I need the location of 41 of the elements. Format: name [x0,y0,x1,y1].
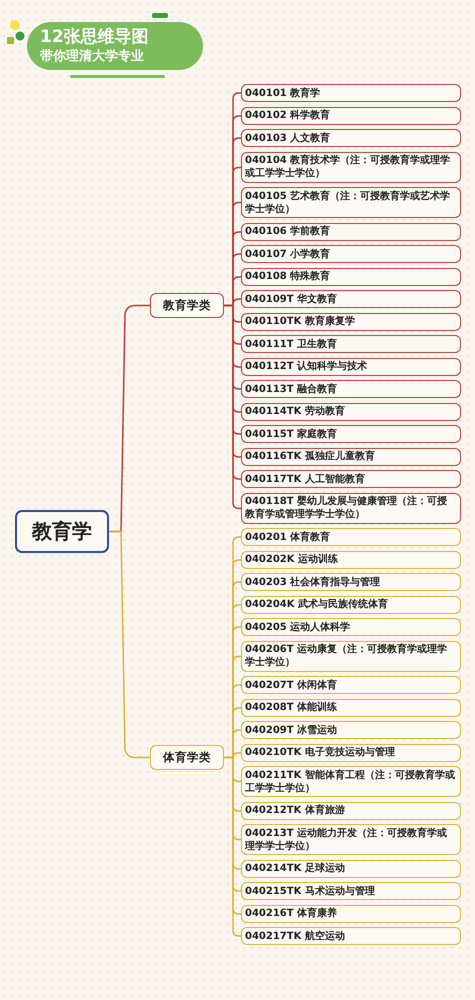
major-box: 040116TK 孤独症儿童教育 [241,448,461,466]
major-box: 040103 人文教育 [241,129,461,147]
major-box: 040115T 家庭教育 [241,425,461,443]
major-box: 040114TK 劳动教育 [241,402,461,420]
major-box: 040102 科学教育 [241,106,461,124]
major-box: 040211TK 智能体育工程（注：可授教育学或工学学士学位） [241,766,461,797]
major-box: 040105 艺术教育（注：可授教育学或艺术学学士学位） [241,187,461,218]
major-box: 040201 体育教育 [241,528,461,546]
major-box: 040212TK 体育旅游 [241,802,461,820]
major-box: 040106 学前教育 [241,222,461,240]
major-box: 040208T 体能训练 [241,698,461,716]
major-box: 040217TK 航空运动 [241,927,461,945]
major-box: 040118T 婴幼儿发展与健康管理（注：可授教育学或管理学学士学位） [241,492,461,524]
root-topic-box: 教育学 [15,510,109,553]
category-box: 体育学类 [150,745,224,770]
major-box: 040205 运动人体科学 [241,618,461,636]
major-box: 040214TK 足球运动 [241,860,461,878]
category-box: 教育学类 [150,293,224,318]
major-box: 040209T 冰雪运动 [241,721,461,739]
major-box: 040108 特殊教育 [241,268,461,286]
major-box: 040202K 运动训练 [241,550,461,568]
major-box: 040203 社会体育指导与管理 [241,573,461,591]
major-box: 040117TK 人工智能教育 [241,470,461,488]
major-box: 040104 教育技术学（注：可授教育学或理学或工学学士学位） [241,152,461,182]
major-box: 040101 教育学 [241,84,461,102]
title: 12张思维导图 [40,26,149,48]
major-box: 040207T 休闲体育 [241,676,461,694]
major-box: 040204K 武术与民族传统体育 [241,596,461,614]
major-box: 040109T 华文教育 [241,290,461,308]
major-box: 040213T 运动能力开发（注：可授教育学或理学学士学位） [241,824,461,855]
major-box: 040113T 融合教育 [241,380,461,398]
major-box: 040216T 体育康养 [241,904,461,922]
major-box: 040107 小学教育 [241,245,461,263]
major-box: 040210TK 电子竞技运动与管理 [241,744,461,762]
major-box: 040110TK 教育康复学 [241,312,461,330]
major-box: 040112T 认知科学与技术 [241,358,461,376]
subtitle: 带你理清大学专业 [40,48,144,65]
connector-line [109,530,150,758]
major-box: 040111T 卫生教育 [241,335,461,353]
major-box: 040206T 运动康复（注：可授教育学或理学学士学位） [241,640,461,672]
major-box: 040215TK 马术运动与管理 [241,882,461,900]
